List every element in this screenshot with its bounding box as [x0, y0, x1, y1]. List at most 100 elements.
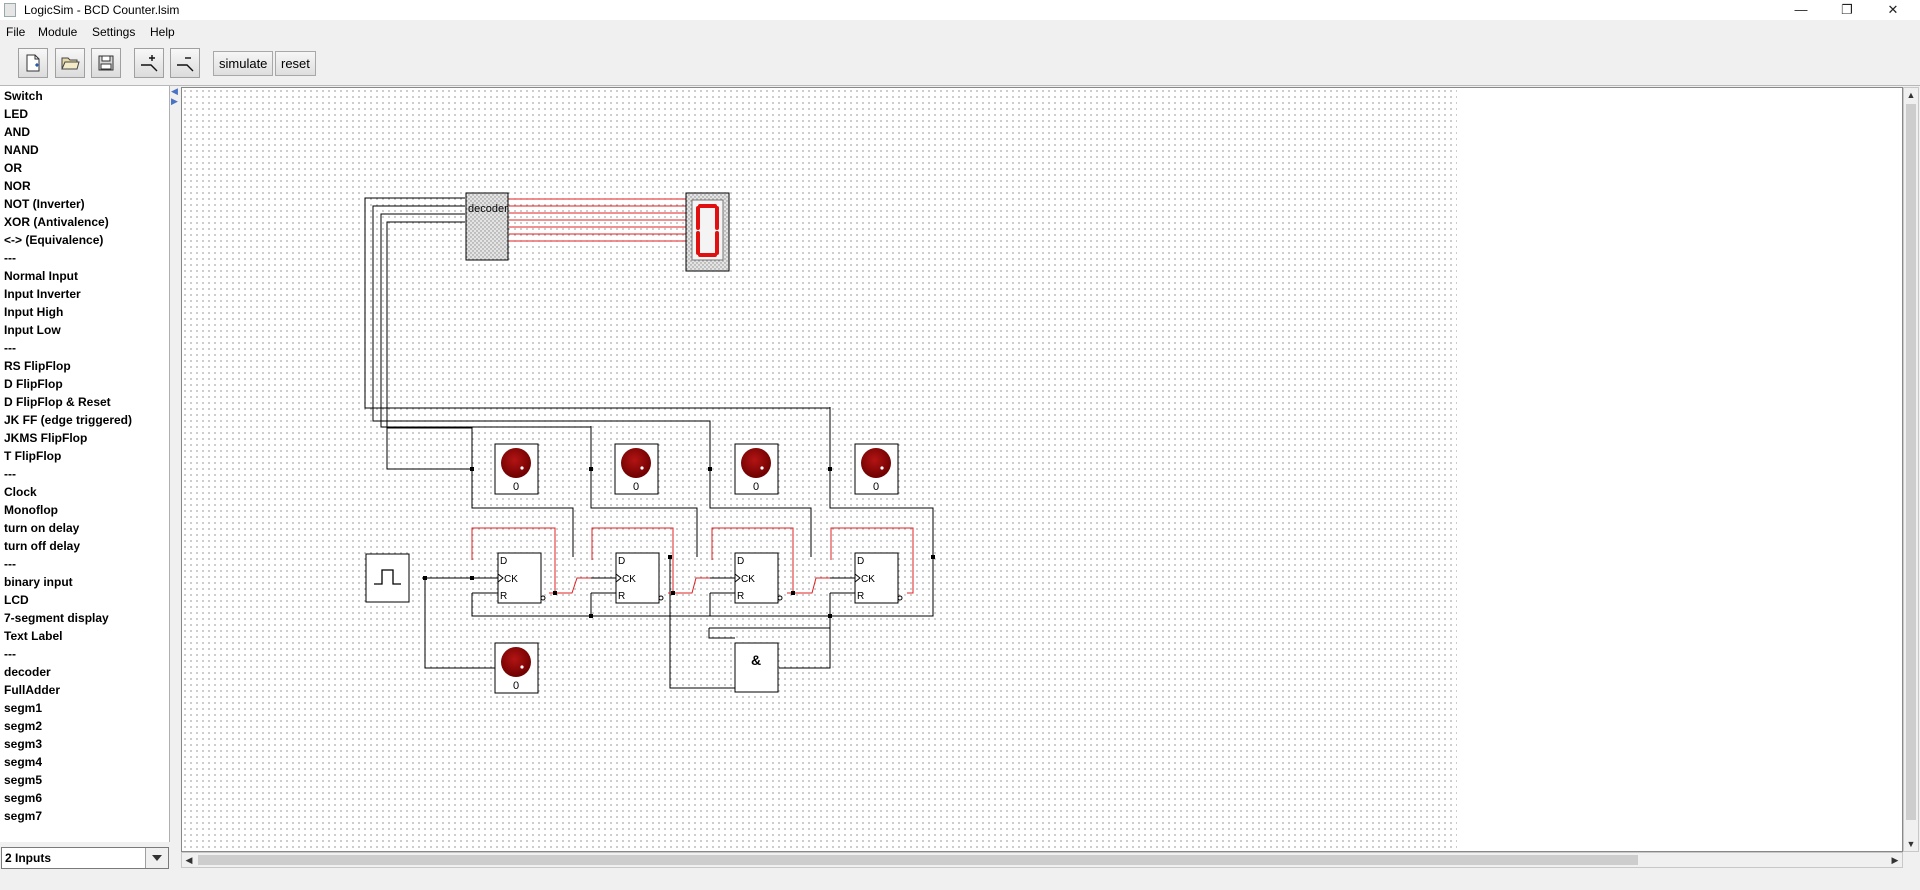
- palette-item-segm5[interactable]: segm5: [4, 773, 43, 787]
- menu-help[interactable]: Help: [150, 25, 175, 39]
- palette-item-jk-ff[interactable]: JK FF (edge triggered): [4, 413, 133, 427]
- add-point-button[interactable]: [134, 48, 164, 78]
- ff-pin-d: D: [737, 556, 744, 567]
- palette-item-led[interactable]: LED: [4, 107, 28, 121]
- segment-wires: [509, 198, 686, 242]
- palette-item-segm7[interactable]: segm7: [4, 809, 43, 823]
- palette-item-segm6[interactable]: segm6: [4, 791, 43, 805]
- palette-separator: ---: [4, 557, 16, 571]
- palette-item-input-low[interactable]: Input Low: [4, 323, 61, 337]
- palette-item-switch[interactable]: Switch: [4, 89, 43, 103]
- seven-segment-display[interactable]: [685, 192, 730, 272]
- palette-item-jkms-flipflop[interactable]: JKMS FlipFlop: [4, 431, 88, 445]
- palette-item-segm2[interactable]: segm2: [4, 719, 43, 733]
- palette-item-7-segment-display[interactable]: 7-segment display: [4, 611, 109, 625]
- palette-item-segm3[interactable]: segm3: [4, 737, 43, 751]
- palette-item-text-label[interactable]: Text Label: [4, 629, 63, 643]
- palette-item-normal-input[interactable]: Normal Input: [4, 269, 78, 283]
- palette-item-d-flipflop[interactable]: D FlipFlop: [4, 377, 63, 391]
- scroll-right-arrow-icon[interactable]: ▶: [1891, 855, 1899, 865]
- ff-pin-ck: CK: [861, 574, 875, 585]
- palette-item-input-inverter[interactable]: Input Inverter: [4, 287, 81, 301]
- horizontal-scrollbar[interactable]: ◀ ▶: [181, 852, 1903, 868]
- decoder-input-wires: [364, 197, 831, 470]
- led-2-value: 0: [633, 481, 639, 493]
- chevron-down-icon[interactable]: [145, 848, 168, 868]
- panel-collapse-arrows[interactable]: ◀▶: [171, 86, 178, 106]
- led-3[interactable]: 0: [734, 443, 779, 495]
- palette-item-turn-on-delay[interactable]: turn on delay: [4, 521, 80, 535]
- menu-file[interactable]: File: [6, 25, 26, 39]
- palette-item-not[interactable]: NOT (Inverter): [4, 197, 85, 211]
- palette-item-input-high[interactable]: Input High: [4, 305, 64, 319]
- vertical-scroll-thumb[interactable]: [1906, 104, 1916, 820]
- palette-item-turn-off-delay[interactable]: turn off delay: [4, 539, 81, 553]
- save-disk-icon: [98, 55, 114, 71]
- decoder-component[interactable]: decoder: [465, 192, 509, 261]
- circuit-canvas[interactable]: decoder: [181, 87, 1903, 852]
- palette-item-d-flipflop-reset[interactable]: D FlipFlop & Reset: [4, 395, 111, 409]
- reset-button[interactable]: reset: [275, 51, 316, 76]
- palette-item-equivalence[interactable]: <-> (Equivalence): [4, 233, 104, 247]
- open-file-button[interactable]: [55, 48, 85, 78]
- palette-item-segm4[interactable]: segm4: [4, 755, 43, 769]
- save-file-button[interactable]: [91, 48, 121, 78]
- minimize-button[interactable]: —: [1794, 2, 1808, 17]
- scroll-left-arrow-icon[interactable]: ◀: [185, 855, 193, 865]
- palette-item-lcd[interactable]: LCD: [4, 593, 29, 607]
- open-folder-icon: [61, 57, 80, 70]
- title-bar: LogicSim - BCD Counter.lsim — ❐ ✕: [0, 0, 1920, 20]
- clock-led[interactable]: 0: [494, 642, 539, 694]
- close-button[interactable]: ✕: [1887, 2, 1899, 17]
- led-1[interactable]: 0: [494, 443, 539, 495]
- d-flipflop-2[interactable]: D CK R: [615, 552, 664, 604]
- ff-pin-d: D: [857, 556, 864, 567]
- ff-pin-d: D: [618, 556, 625, 567]
- ff-pin-ck: CK: [741, 574, 755, 585]
- scroll-up-arrow-icon[interactable]: ▲: [1906, 90, 1916, 100]
- palette-item-or[interactable]: OR: [4, 161, 22, 175]
- new-file-button[interactable]: [18, 48, 48, 78]
- palette-item-rs-flipflop[interactable]: RS FlipFlop: [4, 359, 71, 373]
- counter-wires: [422, 469, 934, 689]
- led-4[interactable]: 0: [854, 443, 899, 495]
- new-file-icon: [26, 54, 40, 72]
- palette-item-nor[interactable]: NOR: [4, 179, 31, 193]
- clock-component[interactable]: [365, 553, 410, 603]
- palette-item-monoflop[interactable]: Monoflop: [4, 503, 58, 517]
- menu-module[interactable]: Module: [38, 25, 78, 39]
- remove-point-icon: [177, 57, 194, 72]
- palette-separator: ---: [4, 467, 16, 481]
- gate-inputs-select[interactable]: 2 Inputs: [1, 847, 169, 869]
- component-palette: Switch LED AND NAND OR NOR NOT (Inverter…: [0, 86, 170, 842]
- horizontal-scroll-thumb[interactable]: [198, 855, 1638, 865]
- palette-item-clock[interactable]: Clock: [4, 485, 37, 499]
- palette-item-t-flipflop[interactable]: T FlipFlop: [4, 449, 62, 463]
- decoder-label: decoder: [468, 203, 508, 215]
- d-flipflop-4[interactable]: D CK R: [854, 552, 903, 604]
- menu-settings[interactable]: Settings: [92, 25, 136, 39]
- palette-item-segm1[interactable]: segm1: [4, 701, 43, 715]
- palette-item-xor[interactable]: XOR (Antivalence): [4, 215, 109, 229]
- led-2[interactable]: 0: [614, 443, 659, 495]
- restore-button[interactable]: ❐: [1841, 2, 1853, 17]
- palette-item-decoder[interactable]: decoder: [4, 665, 51, 679]
- palette-item-fulladder[interactable]: FullAdder: [4, 683, 60, 697]
- and-gate[interactable]: &: [734, 642, 779, 693]
- palette-item-nand[interactable]: NAND: [4, 143, 39, 157]
- scroll-down-arrow-icon[interactable]: ▼: [1906, 839, 1916, 849]
- palette-separator: ---: [4, 251, 16, 265]
- clock-led-value: 0: [513, 680, 519, 692]
- add-point-icon: [141, 55, 158, 72]
- palette-separator: ---: [4, 341, 16, 355]
- d-flipflop-1[interactable]: D CK R: [497, 552, 546, 604]
- palette-item-binary-input[interactable]: binary input: [4, 575, 73, 589]
- vertical-scrollbar[interactable]: ▲ ▼: [1903, 87, 1919, 852]
- gate-inputs-value: 2 Inputs: [5, 851, 52, 865]
- d-flipflop-3[interactable]: D CK R: [734, 552, 783, 604]
- palette-item-and[interactable]: AND: [4, 125, 30, 139]
- ff-pin-r: R: [500, 591, 507, 602]
- ff-pin-d: D: [500, 556, 507, 567]
- remove-point-button[interactable]: [170, 48, 200, 78]
- simulate-button[interactable]: simulate: [213, 51, 274, 76]
